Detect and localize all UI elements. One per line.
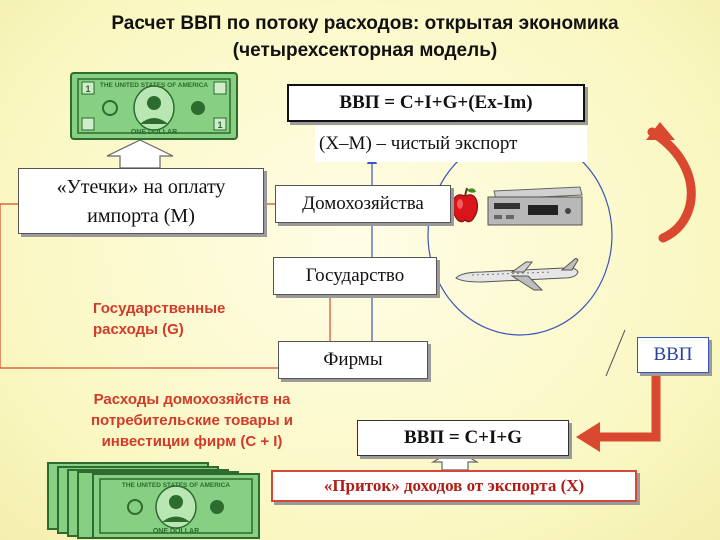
gov-spending-label: Государственные расходы (G) xyxy=(93,298,293,340)
divider-line xyxy=(605,329,626,377)
banknote-stack-icon: THE UNITED STATES OF AMERICA ONE DOLLAR xyxy=(47,462,260,539)
svg-text:THE UNITED STATES OF AMERICA: THE UNITED STATES OF AMERICA xyxy=(122,482,231,489)
apple-icon xyxy=(452,187,478,223)
net-exports-label: (X–M) – чистый экспорт xyxy=(315,126,587,162)
hh-spending-line-1: Расходы домохозяйств на xyxy=(93,391,291,408)
vvp-bent-arrow xyxy=(596,373,661,442)
gdp-label-box: ВВП xyxy=(637,337,709,373)
title-line-2: (четырехсекторная модель) xyxy=(232,40,498,61)
dollar-banknote-icon: 1 1 THE UNITED STATES OF AMERICA ONE DOL… xyxy=(70,72,238,140)
page-title: Расчет ВВП по потоку расходов: открытая … xyxy=(40,10,690,64)
gdp-formula-open: ВВП = С+I+G+(Ex-Im) xyxy=(287,84,585,122)
state-box: Государство xyxy=(273,257,437,295)
vvp-arrowhead xyxy=(576,422,600,452)
hh-spending-line-3: инвестиции фирм (C + I) xyxy=(101,433,283,450)
svg-text:1: 1 xyxy=(85,84,90,94)
leaks-up-arrow xyxy=(106,139,174,169)
vcr-icon xyxy=(487,186,583,226)
firms-box: Фирмы xyxy=(278,341,428,379)
household-spending-label: Расходы домохозяйств на потребительские … xyxy=(67,389,317,452)
hh-spending-line-2: потребительские товары и xyxy=(90,412,294,429)
title-line-1: Расчет ВВП по потоку расходов: открытая … xyxy=(111,13,619,34)
households-box: Домохозяйства xyxy=(275,185,451,223)
cycle-arrowhead xyxy=(646,122,675,140)
svg-text:1: 1 xyxy=(217,120,222,130)
gdp-formula-closed: ВВП = С+I+G xyxy=(357,420,569,456)
export-circle xyxy=(427,134,613,336)
import-leaks-box: «Утечки» на оплату импорта (M) xyxy=(18,168,264,234)
export-inflow-box: «Приток» доходов от экспорта (X) xyxy=(271,470,637,502)
gov-spending-line-1: Государственные xyxy=(93,300,226,317)
airplane-icon xyxy=(455,258,579,291)
leaks-line-2: импорта (M) xyxy=(87,205,195,227)
cycle-curved-arrow xyxy=(647,127,696,243)
svg-text:THE UNITED STATES OF AMERICA: THE UNITED STATES OF AMERICA xyxy=(100,82,209,89)
gov-spending-line-2: расходы (G) xyxy=(93,321,184,338)
leaks-line-1: «Утечки» на оплату xyxy=(56,176,226,198)
svg-text:ONE DOLLAR: ONE DOLLAR xyxy=(153,528,199,535)
svg-text:ONE DOLLAR: ONE DOLLAR xyxy=(131,129,177,136)
